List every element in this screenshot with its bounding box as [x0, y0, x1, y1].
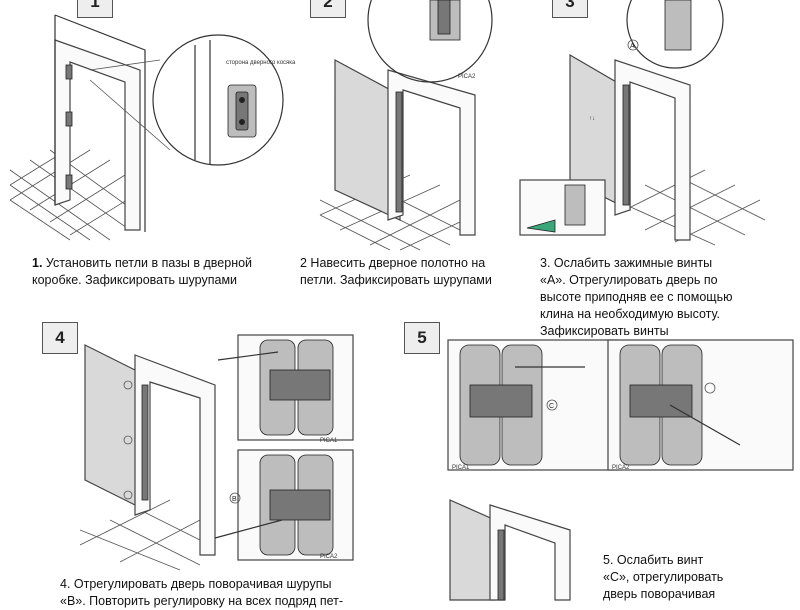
- step-4-caption: 4. Отрегулировать дверь поворачивая шуру…: [60, 577, 344, 608]
- step-3-illustration: ↑↓ A: [519, 0, 766, 246]
- zoom-label: сторона дверного косяка: [226, 60, 296, 66]
- step-5-number: 5: [404, 322, 440, 354]
- fig2-label: PICA2: [458, 74, 476, 80]
- step-4-illustration: PICA1 B PICA2: [79, 334, 354, 571]
- marker-b: B: [232, 496, 237, 503]
- fig5a-label: PICA1: [452, 465, 470, 471]
- marker-c: C: [549, 403, 554, 410]
- step-1-illustration: сторона дверного косяка: [9, 14, 296, 241]
- svg-text:↑↓: ↑↓: [589, 116, 595, 122]
- marker-a: A: [630, 43, 635, 50]
- fig5b-label: PICA2: [612, 465, 630, 471]
- step-2-illustration: PICA2: [319, 0, 493, 251]
- step-5-illustration: C PICA1 PICA2: [447, 339, 794, 601]
- fig4a-label: PICA1: [320, 438, 338, 444]
- step-5-caption: 5. Ослабить винт «С», отрегулировать две…: [603, 553, 724, 601]
- step-2-number: 2: [310, 0, 346, 18]
- fig4b-label: PICA2: [320, 554, 338, 560]
- step-1-number: 1: [77, 0, 113, 18]
- step-4-number: 4: [42, 322, 78, 354]
- step-3-caption: 3. Ослабить зажимные винты «А». Отрегули…: [540, 256, 733, 338]
- step-3-number: 3: [552, 0, 588, 18]
